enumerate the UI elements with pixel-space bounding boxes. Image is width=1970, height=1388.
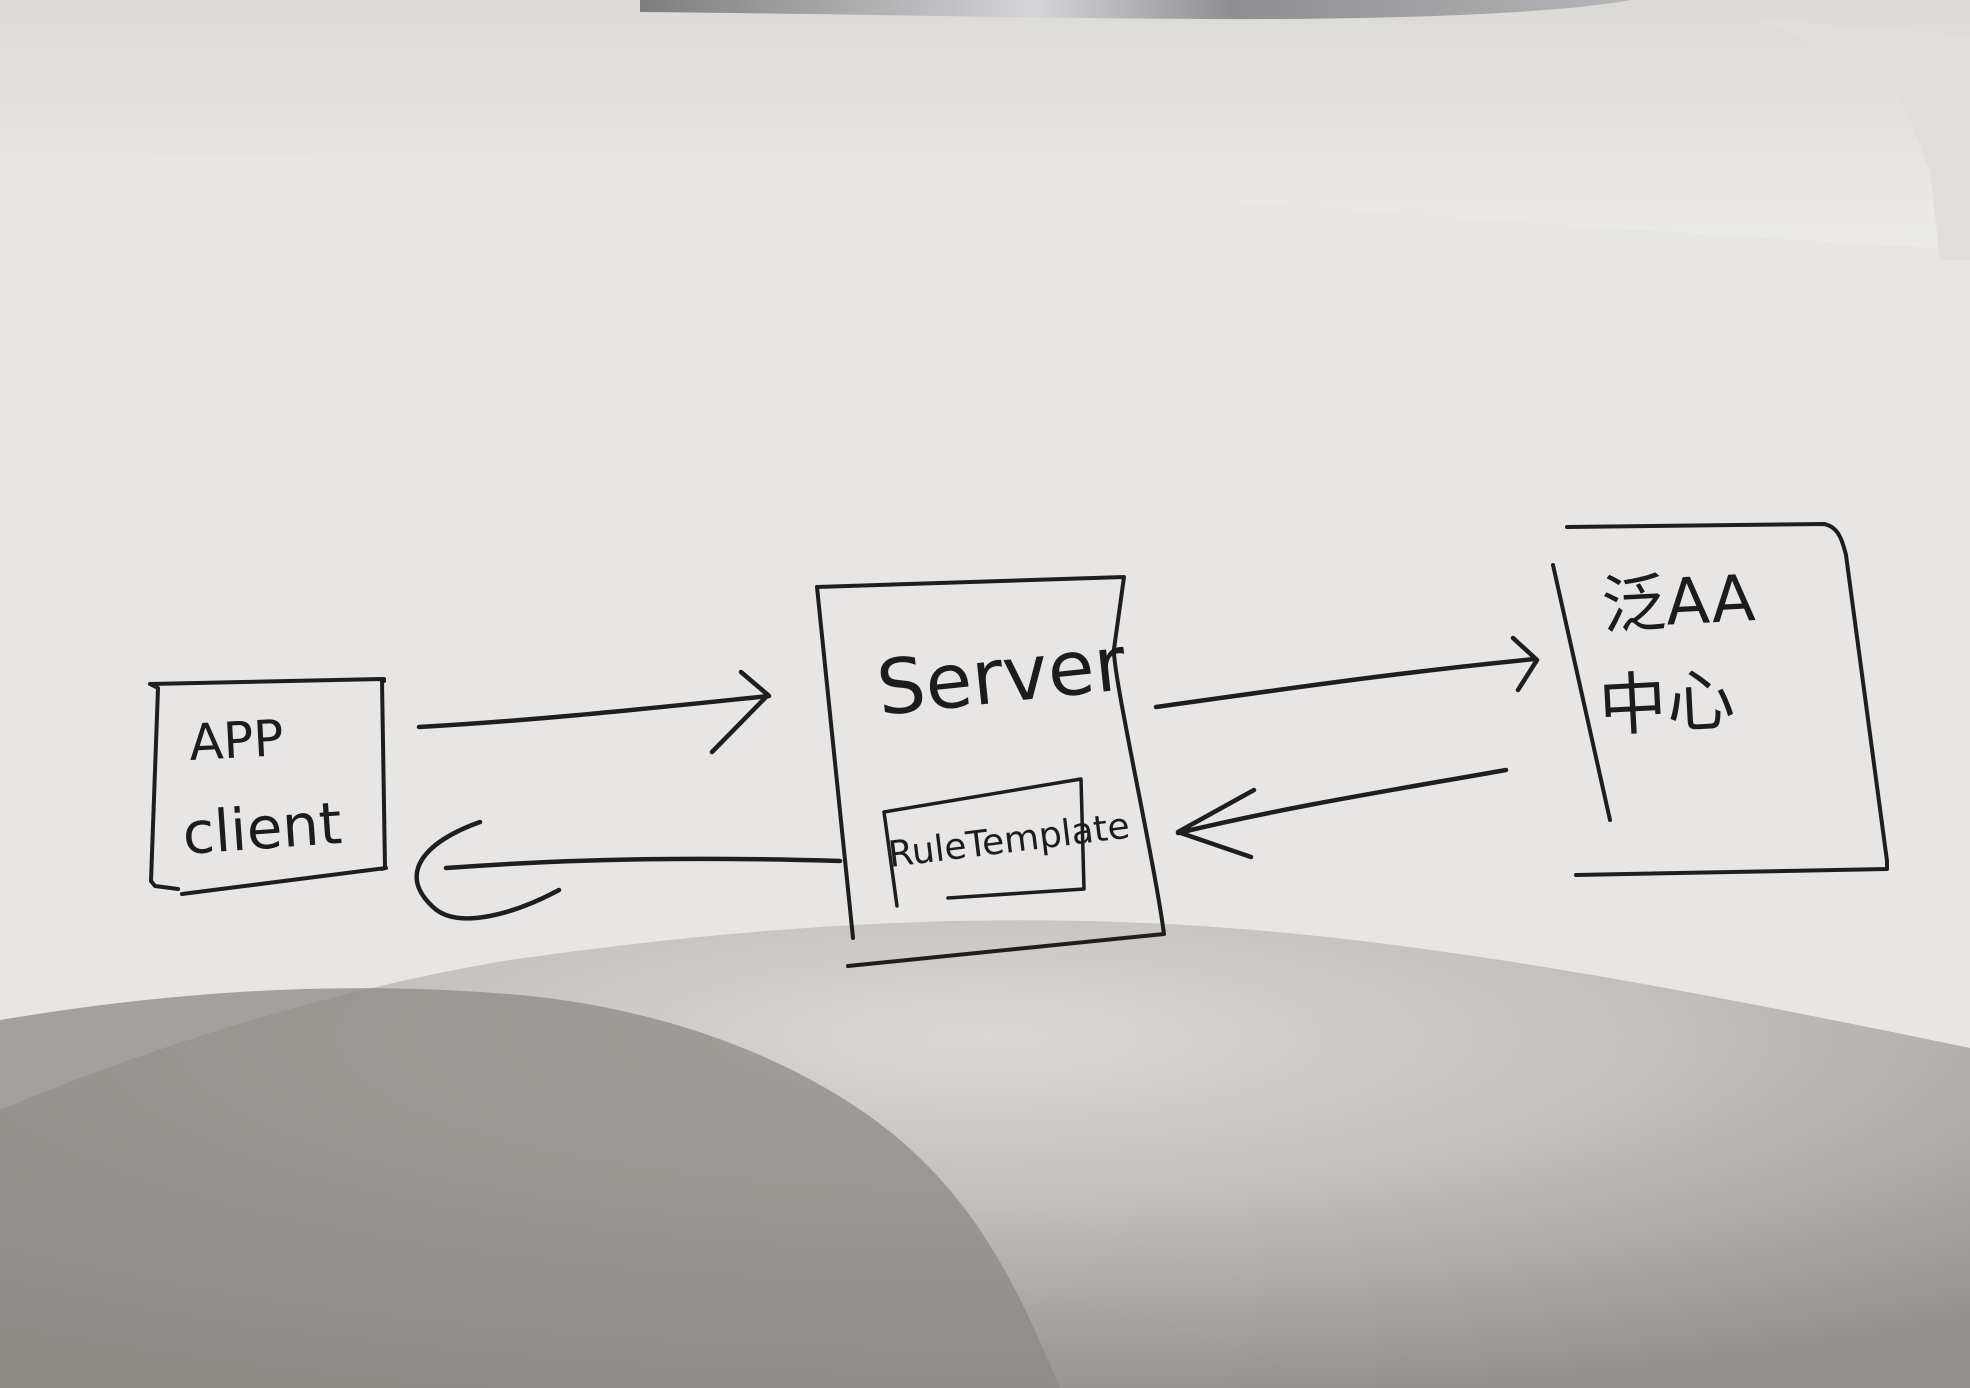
paper-stack-edge [1760, 20, 1970, 260]
center-box [1551, 522, 1889, 877]
rule-template-box [882, 777, 1086, 908]
app-client-line2: client [180, 789, 344, 868]
arrow-center-to-server [1175, 767, 1509, 860]
center-node: 泛AA 中心 [1551, 522, 1889, 877]
app-client-line1: APP [188, 709, 285, 772]
top-paper-edge [0, 0, 1970, 250]
arrow-app-to-server [416, 669, 772, 755]
center-label-line2: 中心 [1597, 661, 1737, 747]
center-label-line1: 泛AA [1600, 562, 1757, 644]
app-client-box [148, 677, 388, 896]
server-box [815, 575, 1166, 968]
arrow-server-to-center [1153, 635, 1540, 710]
arrow-server-to-app [414, 819, 843, 921]
photo-shadow-left [0, 988, 1060, 1388]
metal-object [640, 0, 1630, 20]
app-client-node: APP client [148, 677, 388, 896]
